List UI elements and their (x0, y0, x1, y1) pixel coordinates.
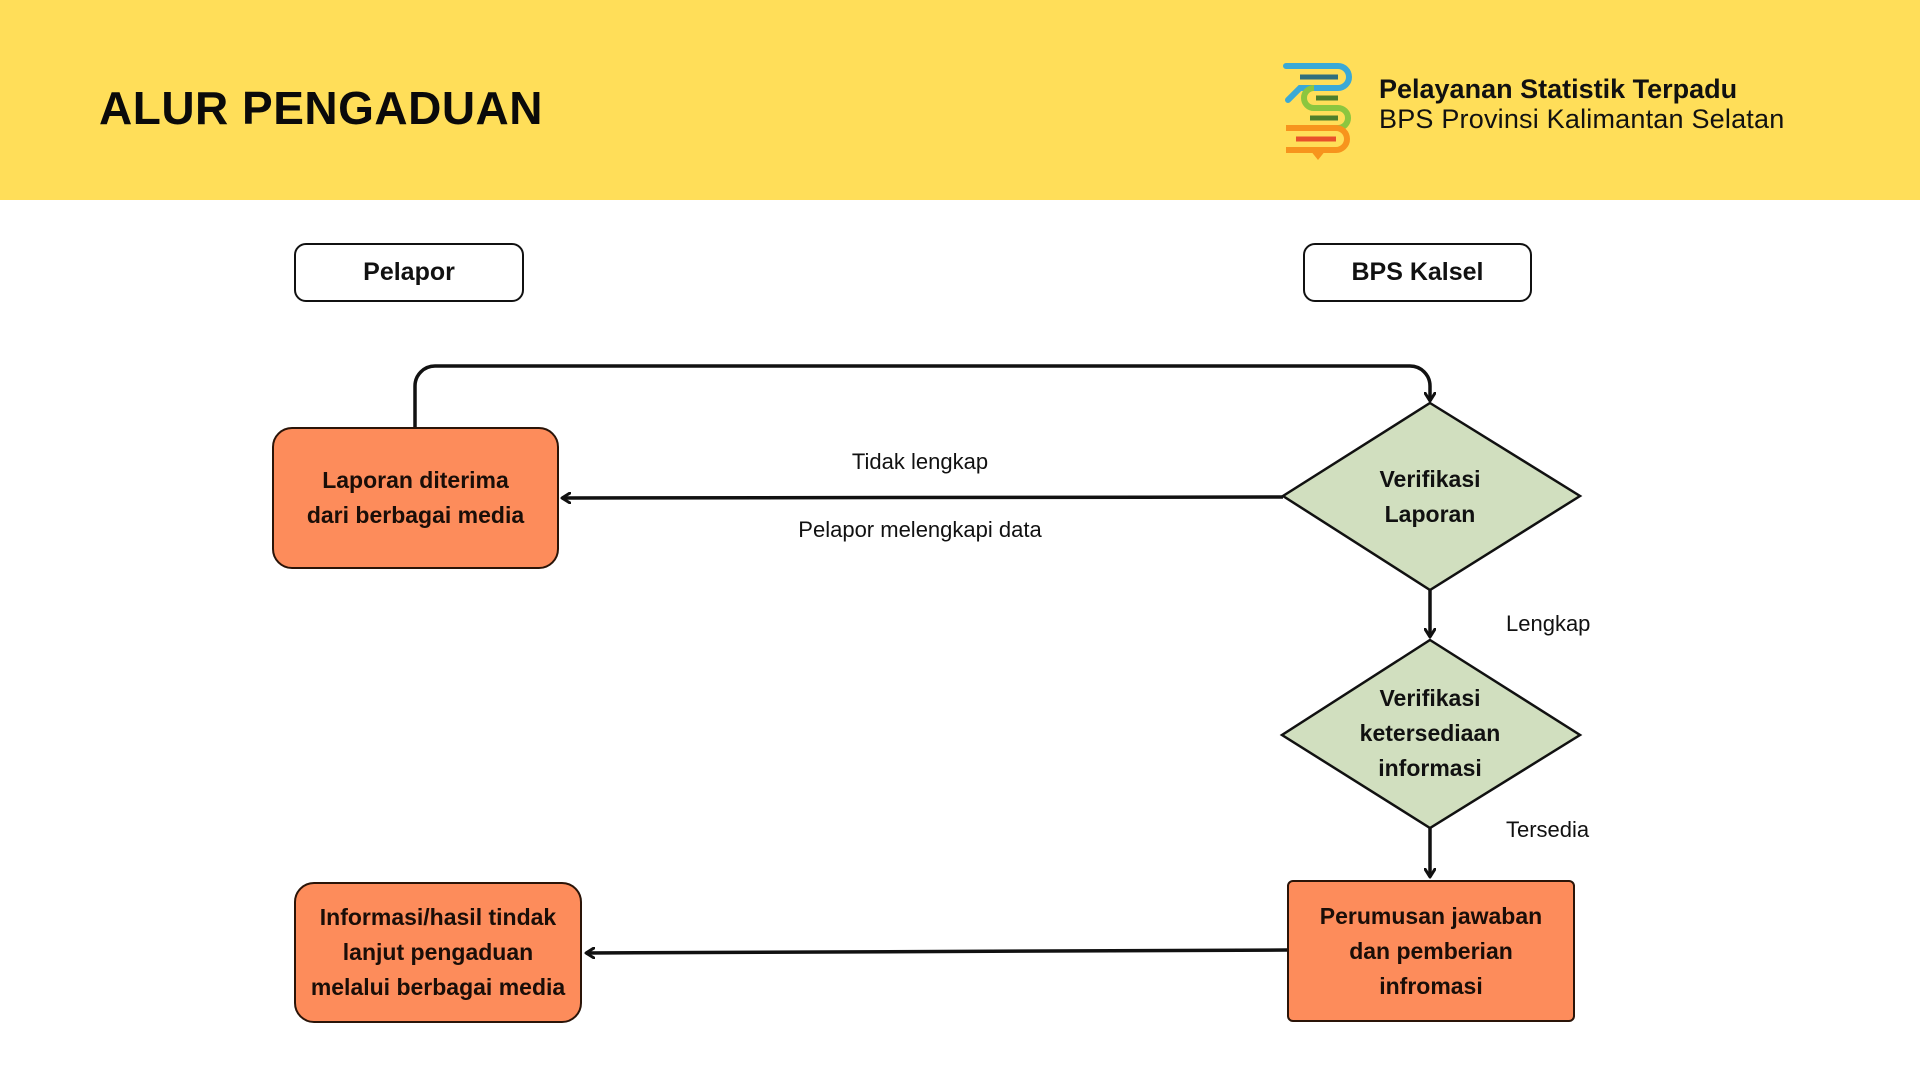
edge-label-lengkap: Lengkap (1506, 611, 1591, 636)
node-text-line: Laporan (1384, 501, 1476, 527)
header-banner: ALUR PENGADUAN Pelayanan Statistik Terpa… (0, 0, 1920, 200)
node-text-line: melalui berbagai media (310, 974, 566, 1000)
node-text-line: Verifikasi (1379, 685, 1481, 711)
brand-block: Pelayanan Statistik Terpadu BPS Provinsi… (1379, 74, 1784, 134)
brand-organization: BPS Provinsi Kalimantan Selatan (1379, 104, 1785, 134)
edge-tidak-lengkap (562, 497, 1284, 498)
node-text-line: dan pemberian (1349, 937, 1513, 964)
edge-perumusan-to-informasi (586, 950, 1288, 953)
lane-header-bps-kalsel: BPS Kalsel (1303, 243, 1532, 302)
node-text-line: Laporan diterima (322, 467, 509, 493)
edge-label-tidak-lengkap: Tidak lengkap (851, 449, 989, 474)
process-laporan-diterima: Laporan diterima dari berbagai media (272, 427, 559, 569)
edge-label-tersedia: Tersedia (1506, 817, 1590, 842)
page-title: ALUR PENGADUAN (99, 82, 543, 134)
process-perumusan-jawaban: Perumusan jawaban dan pemberian infromas… (1287, 880, 1575, 1022)
node-text-line: ketersediaan (1359, 720, 1501, 746)
brand-name: Pelayanan Statistik Terpadu (1379, 74, 1738, 104)
edge-laporan-to-verifikasi (413, 364, 1430, 427)
node-text-line: Verifikasi (1379, 466, 1481, 492)
node-text-line: dari berbagai media (306, 502, 525, 528)
edge-label-pelapor-melengkapi: Pelapor melengkapi data (798, 517, 1042, 542)
node-text-line: Informasi/hasil tindak (319, 904, 557, 930)
lane-header-pelapor: Pelapor (294, 243, 524, 302)
decision-verifikasi-laporan-label: Verifikasi Laporan (1330, 462, 1530, 532)
node-text-line: lanjut pengaduan (342, 939, 534, 965)
pst-logo-icon (1283, 63, 1352, 160)
node-text-line: infromasi (1379, 972, 1483, 999)
decision-verifikasi-ketersediaan-label: Verifikasi ketersediaan informasi (1330, 681, 1530, 786)
node-text-line: Perumusan jawaban (1319, 902, 1543, 929)
node-text-line: informasi (1378, 755, 1482, 781)
process-informasi-hasil: Informasi/hasil tindak lanjut pengaduan … (294, 882, 582, 1023)
